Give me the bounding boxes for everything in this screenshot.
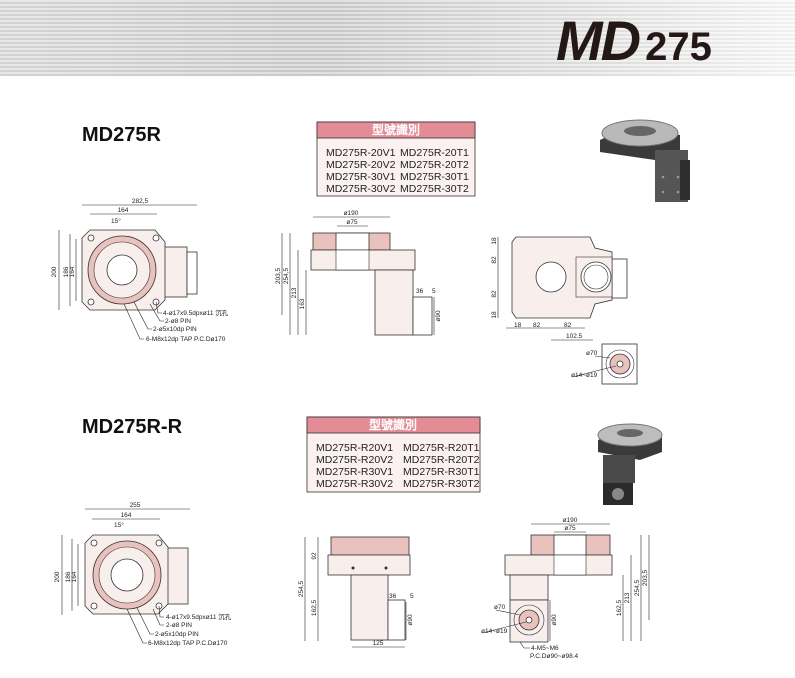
dim-h2: 213 <box>624 592 631 603</box>
title-number: 275 <box>645 25 712 69</box>
product-photo <box>600 119 690 202</box>
dim-inner-1: 186 <box>63 266 70 277</box>
dim-5: 5 <box>432 288 436 295</box>
model-code: MD275R-R20T2 <box>403 454 480 466</box>
dim-shaft-dia: ø14~ø19 <box>481 628 508 635</box>
section-md275r: MD275R 型號識別 MD275R-20V1 MD275R-20T1 MD27… <box>51 119 690 385</box>
section-title: MD275R-R <box>82 416 183 438</box>
dim-inner-1: 186 <box>65 571 72 582</box>
dim-5: 5 <box>410 593 414 600</box>
dim-angle: 15° <box>114 521 124 529</box>
dim-inner-2: 164 <box>71 571 78 582</box>
callout: 2-ø8 PIN <box>165 318 191 325</box>
dim-dia-flange: ø90 <box>435 310 442 322</box>
model-code: MD275R-R30T2 <box>403 478 480 490</box>
section-md275r-r: MD275R-R 型號識別 MD275R-R20V1 MD275R-R20T1 … <box>54 416 663 660</box>
callout: 2-ø5x10dp PIN <box>155 631 199 638</box>
dim-dia-flange: ø90 <box>407 614 414 626</box>
dim-h3: 254,5 <box>634 579 641 596</box>
model-code: MD275R-20T2 <box>400 159 469 171</box>
dim-h3: 213 <box>291 287 298 298</box>
dim-v4: 18 <box>491 311 498 319</box>
dim-width: 125 <box>373 640 384 647</box>
dim-h4: 163 <box>299 298 306 309</box>
dim-b4: 102.5 <box>566 333 583 340</box>
model-code: MD275R-30V1 <box>326 171 396 183</box>
model-code: MD275R-30V2 <box>326 183 396 195</box>
dim-h2: 254,5 <box>283 267 290 284</box>
callout: 6-M8x12dp TAP P.C.Dø170 <box>148 640 228 647</box>
model-code: MD275R-30T2 <box>400 183 469 195</box>
dim-36: 36 <box>416 288 424 295</box>
front-view-drawing: ø190 ø75 162,5 213 254,5 203,5 ø90 ø70 ø… <box>481 517 650 660</box>
model-code: MD275R-R30T1 <box>403 466 480 478</box>
model-code: MD275R-R30V1 <box>316 466 393 478</box>
product-photo <box>597 423 663 505</box>
dim-b1: 18 <box>514 322 522 329</box>
dim-width: 255 <box>130 502 141 509</box>
callout: 2-ø8 PIN <box>166 622 192 629</box>
model-table: 型號識別 MD275R-R20V1 MD275R-R20T1 MD275R-R2… <box>306 416 481 493</box>
dim-dia-flange: ø90 <box>551 614 558 626</box>
model-code: MD275R-R20T1 <box>403 442 480 454</box>
dim-shaft-dia: ø14~ø19 <box>571 372 598 379</box>
dim-b3: 82 <box>564 322 572 329</box>
dim-h-top: 92 <box>311 552 318 560</box>
section-title: MD275R <box>82 124 161 146</box>
dim-pitch: 164 <box>118 207 129 214</box>
model-code: MD275R-20V1 <box>326 147 396 159</box>
dim-v1: 18 <box>491 237 498 245</box>
dim-dia-inner: ø75 <box>346 219 358 226</box>
dim-width: 282,5 <box>132 198 149 205</box>
side-view-drawing: 254,5 92 162,5 36 5 ø90 125 <box>298 536 414 648</box>
dim-h1: 162,5 <box>616 599 623 616</box>
top-view-drawing: 255 164 15° 200 186 164 4-ø17x9.5dpxø11 … <box>54 502 232 647</box>
title-prefix: MD <box>556 9 641 72</box>
model-table-header: 型號識別 <box>369 417 417 432</box>
dim-screws: 4-M5~M6 <box>531 645 559 652</box>
dim-h-total: 254,5 <box>298 580 305 597</box>
callout: 4-ø17x9.5dpxø11 沉孔 <box>166 613 232 621</box>
callout: 2-ø5x10dp PIN <box>153 326 197 333</box>
model-code: MD275R-R20V2 <box>316 454 393 466</box>
dim-b2: 82 <box>533 322 541 329</box>
callout: 6-M8x12dp TAP P.C.Dø170 <box>146 336 226 343</box>
dim-v2: 82 <box>491 256 498 264</box>
top-view-drawing: 282,5 164 15° 200 186 164 4-ø17x9.5dpxø1… <box>51 198 229 343</box>
dim-height: 200 <box>54 571 61 582</box>
bottom-view-drawing: 18 82 82 18 18 82 82 102.5 ø70 ø14~ø19 <box>491 236 638 385</box>
model-code: MD275R-R30V2 <box>316 478 393 490</box>
dim-36: 36 <box>389 593 397 600</box>
callout: 4-ø17x9.5dpxø11 沉孔 <box>163 309 229 317</box>
dim-h-bottom: 162,5 <box>311 599 318 616</box>
side-view-drawing: ø190 ø75 203,5 254,5 213 163 36 5 ø90 <box>275 210 442 336</box>
dim-flange-dia: ø70 <box>586 350 598 357</box>
dim-pcd: P.C.Dø90~ø98.4 <box>530 653 579 660</box>
model-code: MD275R-20V2 <box>326 159 396 171</box>
model-code: MD275R-R20V1 <box>316 442 393 454</box>
model-table: 型號識別 MD275R-20V1 MD275R-20T1 MD275R-20V2… <box>316 121 476 197</box>
dim-flange-dia: ø70 <box>494 604 506 611</box>
dim-height: 200 <box>51 266 58 277</box>
model-code: MD275R-20T1 <box>400 147 469 159</box>
dim-h4: 203,5 <box>642 569 649 586</box>
dim-dia-outer: ø190 <box>344 210 359 217</box>
dim-dia-inner: ø75 <box>564 525 576 532</box>
dim-h1: 203,5 <box>275 267 282 284</box>
dim-pitch: 164 <box>121 512 132 519</box>
model-table-header: 型號識別 <box>372 122 420 137</box>
dim-v3: 82 <box>491 290 498 298</box>
dim-inner-2: 164 <box>69 266 76 277</box>
dim-angle: 15° <box>111 217 121 225</box>
dim-dia-outer: ø190 <box>563 517 578 524</box>
model-code: MD275R-30T1 <box>400 171 469 183</box>
